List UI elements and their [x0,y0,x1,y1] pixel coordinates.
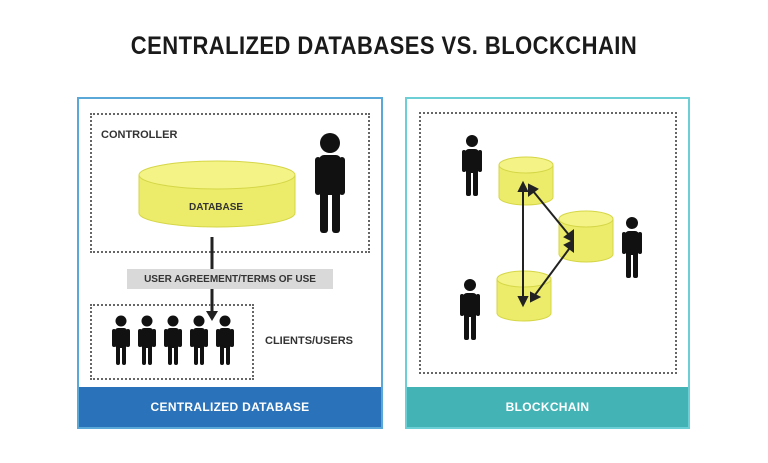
arrow-icon [528,183,574,243]
database-cylinder-icon [138,160,296,228]
controller-box [90,113,370,253]
person-icon [164,315,182,365]
blockchain-panel: BLOCKCHAIN [405,97,690,429]
blockchain-footer: BLOCKCHAIN [407,387,688,427]
agreement-label: USER AGREEMENT/TERMS OF USE [127,269,333,289]
centralized-graphics [112,133,345,365]
controller-label: CONTROLLER [101,129,178,141]
arrow-icon [530,239,574,303]
page-title: CENTRALIZED DATABASES VS. BLOCKCHAIN [130,32,638,60]
database-label: DATABASE [189,202,244,213]
person-icon [216,315,234,365]
person-icon [622,217,642,278]
database-cylinder-icon [498,156,554,206]
blockchain-graphics [460,135,642,340]
centralized-footer: CENTRALIZED DATABASE [79,387,381,427]
centralized-panel: CONTROLLER [77,97,383,429]
clients-label: CLIENTS/USERS [265,335,354,347]
controller-person-icon [315,133,345,233]
blockchain-network-box [419,112,677,374]
person-icon [460,279,480,340]
person-icon [112,315,130,365]
arrow-icon [517,180,529,308]
client-person-icons [112,315,234,365]
clients-box [90,304,254,380]
person-icon [138,315,156,365]
person-icon [462,135,482,196]
person-icon [190,315,208,365]
